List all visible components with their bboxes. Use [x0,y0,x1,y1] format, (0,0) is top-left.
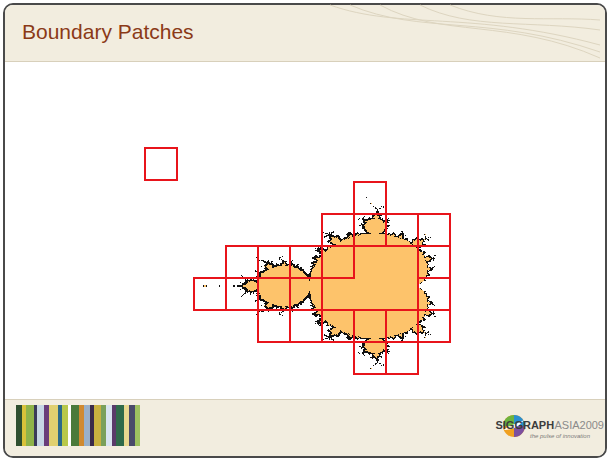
patch-square [258,278,290,310]
patch-square [354,342,386,374]
set-interior [204,203,431,369]
stripe [90,405,94,446]
stripe [71,405,79,446]
slide-title: Boundary Patches [22,20,194,44]
stripe [84,405,90,446]
patch-square [145,148,177,180]
stripe [62,405,68,446]
stripe [58,405,62,446]
patch-square [354,182,386,214]
stripe [49,405,58,446]
boundary-patches [145,148,450,374]
patch-square [418,214,450,246]
patch-square [290,278,322,310]
stripe [26,405,34,446]
patch-square [322,246,354,278]
wave-line [330,5,600,45]
stripe [37,405,44,446]
wave-line [420,5,600,30]
mandelbrot-set [203,197,436,375]
header-waves [330,5,600,58]
patch-square [194,278,226,310]
logo-word: ASIA2009 [554,419,604,431]
stripe [68,405,71,446]
stripe [34,405,37,446]
stripe [44,405,49,446]
patch-square [226,278,258,310]
patch-square [418,310,450,342]
stripe [101,405,106,446]
patch-square [418,246,450,278]
stripe [135,405,140,446]
slide-frame [3,3,607,458]
stripe [16,405,22,446]
wave-line [450,5,600,20]
logo-word: SIGGRAPH [495,419,554,431]
footer-stripes [16,405,140,446]
patch-square [322,310,354,342]
set-boundary [203,197,436,375]
patch-square [290,246,322,278]
stripe [124,405,129,446]
wave-line [380,5,600,58]
stripe [129,405,135,446]
stripe [79,405,84,446]
patch-square [226,246,258,278]
stripe [112,405,116,446]
patch-square [354,214,386,246]
stripe [116,405,124,446]
patch-square [386,310,418,342]
logo-tagline: the pulse of innovation [530,433,590,439]
patch-square [258,310,290,342]
patch-square [418,278,450,310]
patch-square [322,214,354,246]
patch-square [354,310,386,342]
patch-square [386,342,418,374]
patch-square [290,310,322,342]
patch-square [386,214,418,246]
stripe [94,405,101,446]
stripe [22,405,26,446]
stripe [106,405,112,446]
patch-square [258,246,290,278]
